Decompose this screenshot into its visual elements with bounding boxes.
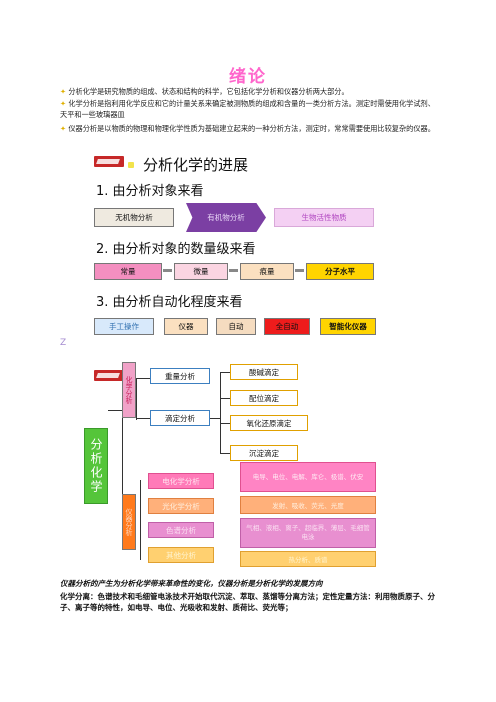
bullet-icon: ✦ (60, 87, 69, 96)
tree-titration: 滴定分析 (150, 410, 210, 426)
connector-line (122, 405, 123, 532)
tree-redox: 氧化还原滴定 (230, 415, 308, 431)
connector-line (220, 372, 230, 373)
connector-line (220, 372, 221, 454)
connector-line (220, 398, 230, 399)
dev2-item-constant: 常量 (94, 263, 162, 280)
dev2-item-micro: 微量 (174, 263, 228, 280)
tree-electrochem: 电化学分析 (148, 473, 214, 489)
dev1-item-bio: 生物活性物质 (274, 208, 374, 227)
tree-branch-inst: 仪器分析 (122, 494, 136, 550)
dev2-item-trace: 痕量 (240, 263, 294, 280)
bullet-icon: ✦ (60, 99, 69, 108)
tree-photochem: 光化学分析 (148, 498, 214, 514)
tree-acid-base: 酸碱滴定 (230, 364, 298, 380)
dev3-item-fullauto: 全自动 (264, 318, 310, 335)
connector-line (136, 378, 150, 379)
paragraph-3: ✦ 仪器分析是以物质的物理和物理化学性质为基础建立起来的一种分析方法，测定时，常… (60, 123, 440, 134)
dev3-heading: 3. 由分析自动化程度来看 (96, 295, 243, 310)
marker-icon (128, 162, 134, 168)
page-title: 绪论 (229, 67, 267, 87)
bullet-icon: ✦ (60, 124, 69, 133)
logo-icon (94, 370, 124, 381)
dev3-item-smart: 智能化仪器 (320, 318, 376, 335)
dev2-heading: 2. 由分析对象的数量级来看 (96, 242, 256, 257)
tree-photochem-detail: 发射、吸收、荧光、光度 (240, 496, 376, 514)
tree-other-detail: 热分析、质谱 (240, 551, 376, 567)
dev2-item-molecular: 分子水平 (306, 263, 374, 280)
dev1-item-inorganic: 无机物分析 (94, 208, 174, 227)
dev1-heading: 1. 由分析对象来看 (96, 184, 204, 199)
connector-line (140, 480, 141, 560)
connector-line (136, 418, 150, 419)
footer-line-2: 化学分离：色谱技术和毛细管电泳技术开始取代沉淀、萃取、蒸馏等分离方法；定性定量方… (60, 592, 435, 612)
connector-line (210, 418, 220, 419)
arrow-icon (295, 269, 304, 272)
logo-icon (94, 156, 124, 167)
footer-line-1: 仪器分析的产生为分析化学带来革命性的变化，仪器分析是分析化学的发展方向 (60, 579, 323, 588)
paragraph-3-text: 仪器分析是以物质的物理和物理化学性质为基础建立起来的一种分析方法，测定时，常常需… (68, 124, 435, 133)
dev3-item-auto: 自动 (216, 318, 256, 335)
connector-line (220, 453, 230, 454)
dev3-item-manual: 手工操作 (94, 318, 154, 335)
dev3-item-instrument: 仪器 (164, 318, 208, 335)
connector-line (136, 378, 137, 420)
tree-gravimetric: 重量分析 (150, 368, 210, 384)
stray-mark: Z (60, 338, 67, 348)
tree-complexometric: 配位滴定 (230, 390, 298, 406)
tree-chromatography-detail: 气相、液相、离子、超临界、薄层、毛细管电泳 (240, 518, 376, 548)
tree-precipitation: 沉淀滴定 (230, 445, 298, 461)
paragraph-2: ✦ 化学分析是指利用化学反应和它的计量关系来确定被测物质的组成和含量的一类分析方… (60, 98, 440, 120)
tree-other: 其他分析 (148, 547, 214, 563)
dev1-item-organic: 有机物分析 (186, 203, 266, 232)
paragraph-1-text: 分析化学是研究物质的组成、状态和结构的科学，它包括化学分析和仪器分析两大部分。 (68, 87, 349, 96)
tree-chromatography: 色谱分析 (148, 522, 214, 538)
connector-line (108, 410, 122, 411)
paragraph-1: ✦ 分析化学是研究物质的组成、状态和结构的科学，它包括化学分析和仪器分析两大部分… (60, 86, 440, 97)
tree-branch-chem: 化学分析 (122, 362, 136, 418)
tree-root: 分析化学 (84, 428, 108, 504)
section-title: 分析化学的进展 (143, 156, 249, 174)
connector-line (220, 423, 230, 424)
paragraph-2-text: 化学分析是指利用化学反应和它的计量关系来确定被测物质的组成和含量的一类分析方法。… (60, 99, 435, 119)
arrow-icon (229, 269, 238, 272)
tree-electrochem-detail: 电导、电位、电解、库仑、极谱、伏安 (240, 462, 376, 492)
arrow-icon (163, 269, 172, 272)
